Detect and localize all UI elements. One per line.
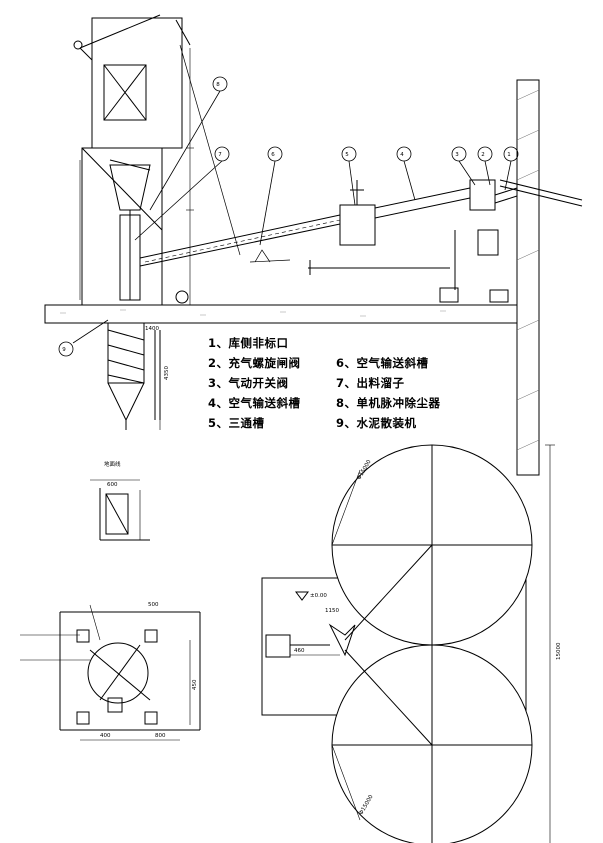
legend-item-1: 1、库侧非标口 xyxy=(208,336,289,350)
callout-9: 9 xyxy=(62,347,66,353)
legend-item-7: 7、出料溜子 xyxy=(336,376,405,390)
elevation-mark: ±0.00 xyxy=(310,593,327,599)
support-frame xyxy=(81,147,163,306)
legend-item-9: 9、水泥散装机 xyxy=(336,416,417,430)
silo-plan xyxy=(261,444,555,843)
dim-15000: 15000 xyxy=(556,642,562,660)
fan-units xyxy=(175,230,509,304)
legend-item-5: 5、三通槽 xyxy=(208,416,265,430)
dim-400: 400 xyxy=(100,733,111,739)
discharge-equipment xyxy=(469,179,583,256)
foundation-plan xyxy=(20,604,201,741)
air-slide-4 xyxy=(374,187,471,219)
three-way-trough xyxy=(339,180,376,246)
ground-slab xyxy=(44,304,518,324)
dim-600: 600 xyxy=(107,482,118,488)
dim-450: 450 xyxy=(192,679,198,690)
dimension-lines xyxy=(79,48,194,430)
dim-1150: 1150 xyxy=(325,608,339,614)
callout-6: 6 xyxy=(271,152,275,158)
dim-800: 800 xyxy=(155,733,166,739)
dim-1400: 1400 xyxy=(145,326,159,332)
legend-item-6: 6、空气输送斜槽 xyxy=(336,356,429,370)
elevation-view xyxy=(44,14,583,476)
silo-wall xyxy=(516,79,540,476)
bulk-loader xyxy=(107,322,161,430)
callout-5: 5 xyxy=(345,152,349,158)
dim-500: 500 xyxy=(148,602,159,608)
callout-8: 8 xyxy=(216,82,220,88)
legend-item-8: 8、单机脉冲除尘器 xyxy=(336,396,441,410)
dim-4350: 4350 xyxy=(164,366,170,380)
callout-1: 1 xyxy=(507,152,511,158)
air-slide-6 xyxy=(139,214,341,267)
legend-item-3: 3、气动开关阀 xyxy=(208,376,289,390)
callout-2: 2 xyxy=(481,152,485,158)
callout-4: 4 xyxy=(400,152,404,158)
callout-3: 3 xyxy=(455,152,459,158)
callout-markers xyxy=(58,76,519,357)
detail-section xyxy=(90,479,150,541)
ground-mark: 地面线 xyxy=(104,460,121,468)
dust-collector-tower xyxy=(73,14,191,149)
legend-item-4: 4、空气输送斜槽 xyxy=(208,396,301,410)
dim-460: 460 xyxy=(294,648,305,654)
legend-item-2: 2、充气螺旋闸阀 xyxy=(208,356,301,370)
callout-7: 7 xyxy=(218,152,222,158)
